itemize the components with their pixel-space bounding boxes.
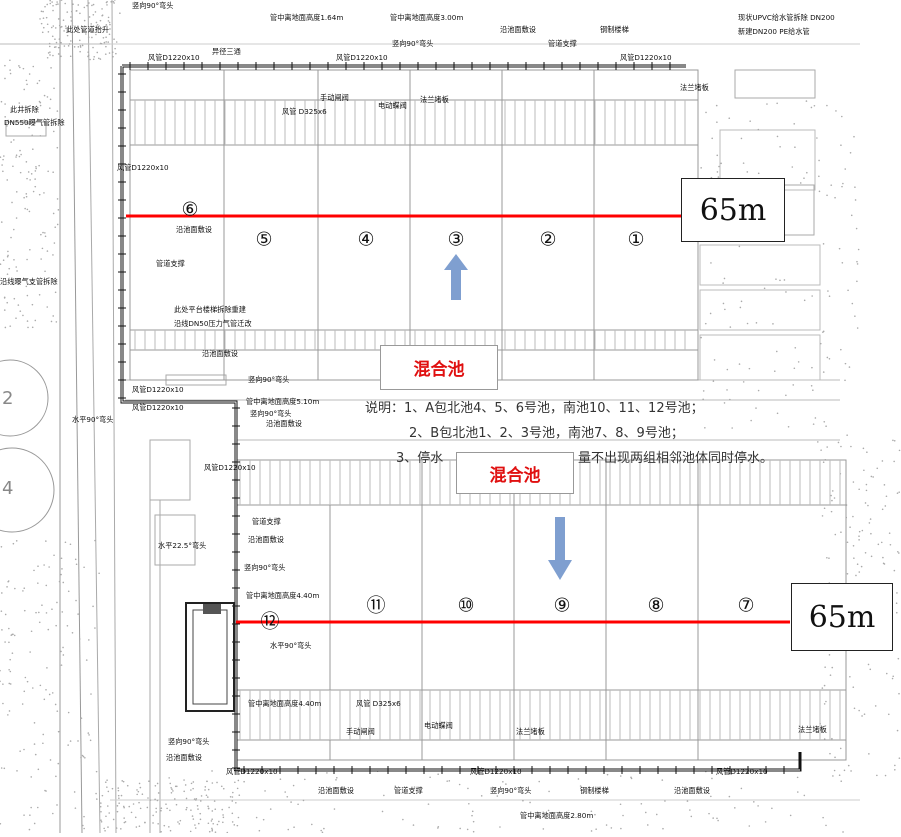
annotation-a50: 风管D1220x10: [226, 767, 278, 776]
annotation-a53: 风管D1220x10: [470, 767, 522, 776]
annotation-a17: 法兰堵板: [420, 95, 449, 104]
annotation-a31: 管中离地面高度5.10m: [246, 397, 319, 406]
note-line-2: 2、B包北池1、2、3号池，南池7、8、9号池；: [409, 425, 684, 441]
annotation-a37: 沿池面敷设: [248, 535, 284, 544]
tank-4-label: 4: [2, 478, 13, 499]
annotation-a9: 风管D1220x10: [148, 53, 200, 62]
equipment-room-inner: [192, 609, 228, 705]
annotation-a27: 沿池面敷设: [202, 349, 238, 358]
annotation-a28: 风管D1220x10: [132, 385, 184, 394]
annotation-a3: 管中离地面高度1.64m: [270, 13, 343, 22]
annotation-a10: 异径三通: [212, 47, 241, 56]
annotation-a42: 管中离地面高度4.40m: [248, 699, 321, 708]
annotation-a58: 管中离地面高度2.80m: [520, 811, 593, 820]
annotation-a19: 此井拆除: [10, 105, 39, 114]
mixed-pool-label-north: 混合池: [380, 345, 498, 390]
annotation-a48: 竖向90°弯头: [168, 737, 210, 746]
equipment-room: [185, 602, 235, 712]
south-pool-3: ⑧: [647, 595, 664, 617]
annotation-a59: 风管D1220x10: [620, 53, 672, 62]
annotation-a38: 水平22.5°弯头: [158, 541, 206, 550]
south-pool-2: ⑨: [553, 595, 570, 617]
annotation-a41: 水平90°弯头: [270, 641, 312, 650]
annotation-a22: 沿池面敷设: [176, 225, 212, 234]
mixed-pool-label-south: 混合池: [456, 452, 574, 494]
north-length-label: 65m: [681, 178, 785, 242]
annotation-a46: 法兰堵板: [516, 727, 545, 736]
north-pool-5: ①: [627, 229, 644, 251]
annotation-a16: 电动蝶阀: [378, 101, 407, 110]
annotation-a5: 沿池面敷设: [500, 25, 536, 34]
annotation-a43: 风管 D325x6: [356, 699, 401, 708]
annotation-a13: 风管D1220x10: [336, 53, 388, 62]
annotation-a6: 钢制楼梯: [600, 25, 629, 34]
equipment-unit: [203, 604, 221, 614]
annotation-a55: 钢制楼梯: [580, 786, 609, 795]
pipe-supports: [118, 62, 785, 774]
annotation-a35: 风管D1220x10: [204, 463, 256, 472]
annotation-a56: 沿池面敷设: [674, 786, 710, 795]
annotation-a24: 沿线曝气支管拆除: [0, 277, 58, 286]
annotation-a30: 风管D1220x10: [132, 403, 184, 412]
note-line-3-tail: 量不出现两组相邻池体同时停水。: [578, 450, 773, 466]
note-line-1: 说明：1、A包北池4、5、6号池，南池10、11、12号池；: [365, 400, 704, 416]
annotation-a39: 竖向90°弯头: [244, 563, 286, 572]
south-pool-5: ⑫: [260, 611, 279, 633]
annotation-a57: 风管D1220x10: [716, 767, 768, 776]
annotation-a40: 管中离地面高度4.40m: [246, 591, 319, 600]
annotation-a4: 管中离地面高度3.00m: [390, 13, 463, 22]
annotation-a7: 现状UPVC给水管拆除 DN200: [738, 13, 835, 22]
annotation-a1: 此处管道抬升: [66, 25, 109, 34]
annotation-a47: 法兰堵板: [798, 725, 827, 734]
annotation-a2: 竖向90°弯头: [132, 1, 174, 10]
south-pool-1: ⑩: [457, 595, 474, 617]
north-pool-4: ②: [539, 229, 556, 251]
annotation-a32: 竖向90°弯头: [250, 409, 292, 418]
annotation-a8: 新建DN200 PE给水管: [738, 27, 810, 36]
north-pool-1: ⑤: [255, 229, 272, 251]
annotation-a14: 法兰堵板: [680, 83, 709, 92]
annotation-a36: 管道支撑: [252, 517, 281, 526]
arrow-up-icon: [444, 254, 468, 300]
south-pool-block: [235, 459, 847, 761]
annotation-a15: 手动闸阀: [320, 93, 349, 102]
annotation-a20: DN550曝气管拆除: [4, 118, 65, 127]
annotation-a51: 沿池面敷设: [318, 786, 354, 795]
south-length-label: 65m: [791, 583, 893, 651]
annotation-a26: 沿线DN50压力气管迁改: [174, 319, 252, 328]
annotation-a21: 风管D1220x10: [117, 163, 169, 172]
annotation-a11: 竖向90°弯头: [392, 39, 434, 48]
annotation-a34: 沿池面敷设: [266, 419, 302, 428]
annotation-a29: 竖向90°弯头: [248, 375, 290, 384]
annotation-a45: 手动闸阀: [346, 727, 375, 736]
note-line-3: 3、停水: [396, 450, 443, 466]
annotation-a52: 管道支撑: [394, 786, 423, 795]
north-pool-3: ③: [447, 229, 464, 251]
annotation-a54: 竖向90°弯头: [490, 786, 532, 795]
south-pool-0: ⑪: [366, 595, 385, 617]
north-pool-block: [129, 69, 699, 381]
annotation-a23: 管道支撑: [156, 259, 185, 268]
arrow-down-icon: [548, 517, 572, 580]
north-pool-0: ⑥: [181, 199, 198, 221]
annotation-a33: 水平90°弯头: [72, 415, 114, 424]
south-pool-4: ⑦: [737, 595, 754, 617]
annotation-a12: 管道支撑: [548, 39, 577, 48]
north-pool-2: ④: [357, 229, 374, 251]
annotation-a25: 此处平台楼梯拆除重建: [174, 305, 246, 314]
annotation-a49: 沿池面敷设: [166, 753, 202, 762]
annotation-a18: 风管 D325x6: [282, 107, 327, 116]
annotation-a44: 电动蝶阀: [424, 721, 453, 730]
tank-2-label: 2: [2, 388, 13, 409]
